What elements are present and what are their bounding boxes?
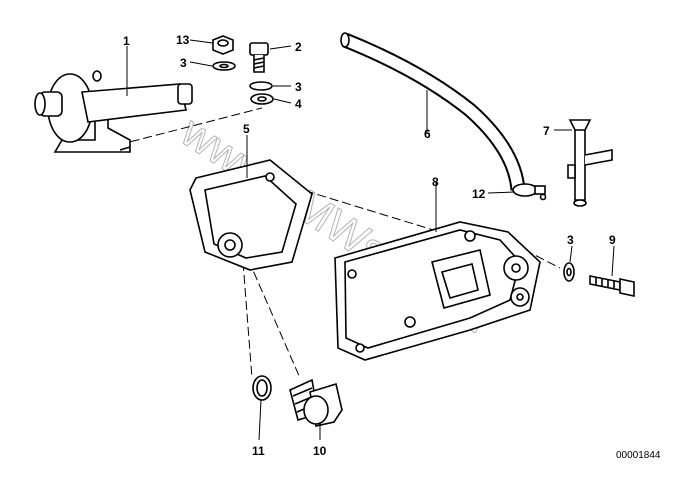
part-2-bolt: [249, 42, 269, 73]
part-13-nut: [212, 35, 234, 55]
part-12-clamp: [512, 183, 547, 201]
callout-2: 2: [295, 40, 302, 54]
callout-10: 10: [313, 444, 327, 458]
leader-lines: [126, 39, 615, 441]
part-7-t-connector: [567, 119, 613, 207]
part-11-seal-ring: [252, 375, 272, 401]
diagram-code: 00001844: [616, 450, 661, 461]
part-4-lock-washer: [250, 93, 274, 105]
callout-7: 7: [543, 124, 550, 138]
callout-3-mid: 3: [295, 80, 302, 94]
part-3-washer-right: [563, 262, 575, 282]
callout-3-right: 3: [567, 233, 574, 247]
callout-1: 1: [123, 34, 130, 48]
callout-8: 8: [432, 175, 439, 189]
part-5-bracket: [189, 159, 313, 271]
part-3-washer-mid: [249, 81, 273, 91]
callout-12: 12: [472, 187, 486, 201]
callout-5: 5: [243, 122, 250, 136]
callout-11: 11: [252, 444, 265, 458]
callout-labels: 1 13 3 2 3 4 5 6 7 8 12 3 9 11 10: [123, 33, 616, 458]
callout-4: 4: [295, 97, 302, 111]
callout-6: 6: [424, 127, 431, 141]
part-10-plug-screw: [289, 378, 343, 427]
callout-9: 9: [609, 233, 616, 247]
callout-13: 13: [176, 33, 190, 47]
part-9-screw: [589, 275, 635, 297]
callout-3-top: 3: [180, 56, 187, 70]
part-6-hose: [340, 32, 526, 191]
part-3-washer-top: [212, 61, 236, 71]
part-1-actuator: [34, 70, 193, 153]
part-8-control-unit: [334, 221, 541, 361]
